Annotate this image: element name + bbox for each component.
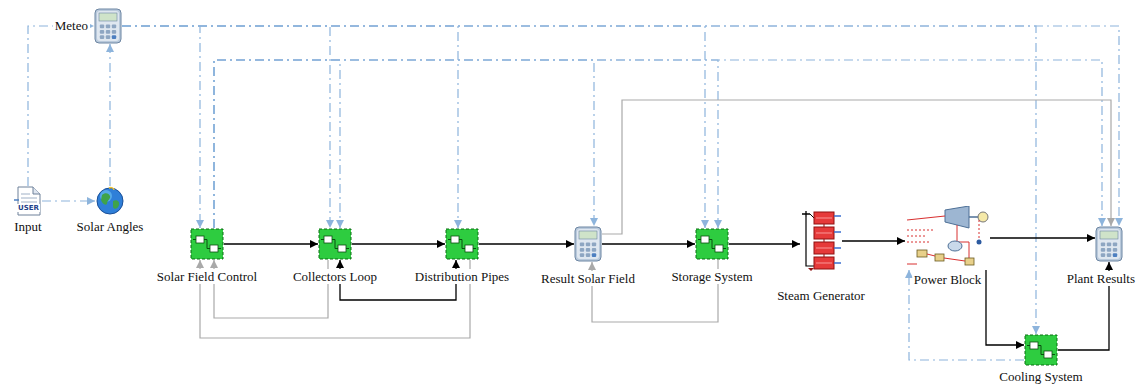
flow-connector [122, 26, 1036, 334]
block-label: Plant Results [1065, 271, 1137, 286]
flow-connector [990, 237, 1095, 238]
green-icon [190, 228, 224, 260]
flow-connector [602, 243, 695, 244]
green-icon [695, 228, 729, 260]
pb-icon [905, 206, 990, 270]
flow-connector [986, 270, 1024, 345]
green-icon [318, 228, 352, 260]
block-label: Steam Generator [775, 288, 867, 303]
file-tag: USER [17, 204, 40, 212]
process-block: Result Solar Field [574, 226, 602, 262]
block-label: Cooling System [997, 369, 1084, 384]
flow-connector [214, 60, 340, 228]
process-block: Meteo [94, 8, 122, 44]
flow-connector [122, 26, 1119, 226]
globe-icon [95, 186, 125, 216]
flow-connector [122, 26, 705, 228]
flow-connector [729, 243, 800, 244]
process-block: Power Block [905, 206, 990, 270]
green-icon [445, 228, 479, 260]
flow-connector [214, 60, 1102, 228]
block-label: Solar Angles [75, 219, 146, 234]
flow-connector [224, 243, 318, 244]
block-label: Power Block [912, 272, 984, 287]
calc-icon [94, 8, 122, 44]
process-block: Plant Results [1095, 226, 1123, 262]
block-label: Meteo [53, 18, 90, 33]
flow-connector [602, 100, 1111, 234]
flow-connector [214, 60, 594, 228]
flow-connector [122, 26, 200, 228]
block-label: Solar Field Control [155, 269, 259, 284]
block-label: Result Solar Field [539, 271, 637, 286]
block-label: Input [12, 219, 43, 234]
process-block: Solar Field Control [190, 228, 224, 260]
block-label: Distribution Pipes [413, 269, 511, 284]
block-label: Storage System [669, 269, 754, 284]
flow-connector [352, 243, 445, 244]
process-block: Solar Angles [95, 186, 125, 216]
flow-connector [42, 200, 95, 201]
flow-connector [122, 26, 330, 228]
sg-icon [800, 208, 842, 274]
process-block: Storage System [695, 228, 729, 260]
flow-connector [479, 243, 574, 244]
calc-icon [1095, 226, 1123, 262]
flow-connector [842, 240, 905, 241]
flow-connector [28, 26, 94, 186]
green-icon [1024, 334, 1058, 366]
calc-icon [574, 226, 602, 262]
process-block: InputUSER [14, 186, 42, 216]
process-block: Steam Generator [800, 208, 842, 274]
flow-connector [214, 60, 718, 228]
process-block: Cooling System [1024, 334, 1058, 366]
flow-connector [909, 270, 1024, 360]
process-block: Collectors Loop [318, 228, 352, 260]
flow-connector [109, 44, 110, 186]
flow-connector [122, 26, 458, 228]
process-block: Distribution Pipes [445, 228, 479, 260]
block-label: Collectors Loop [291, 269, 379, 284]
